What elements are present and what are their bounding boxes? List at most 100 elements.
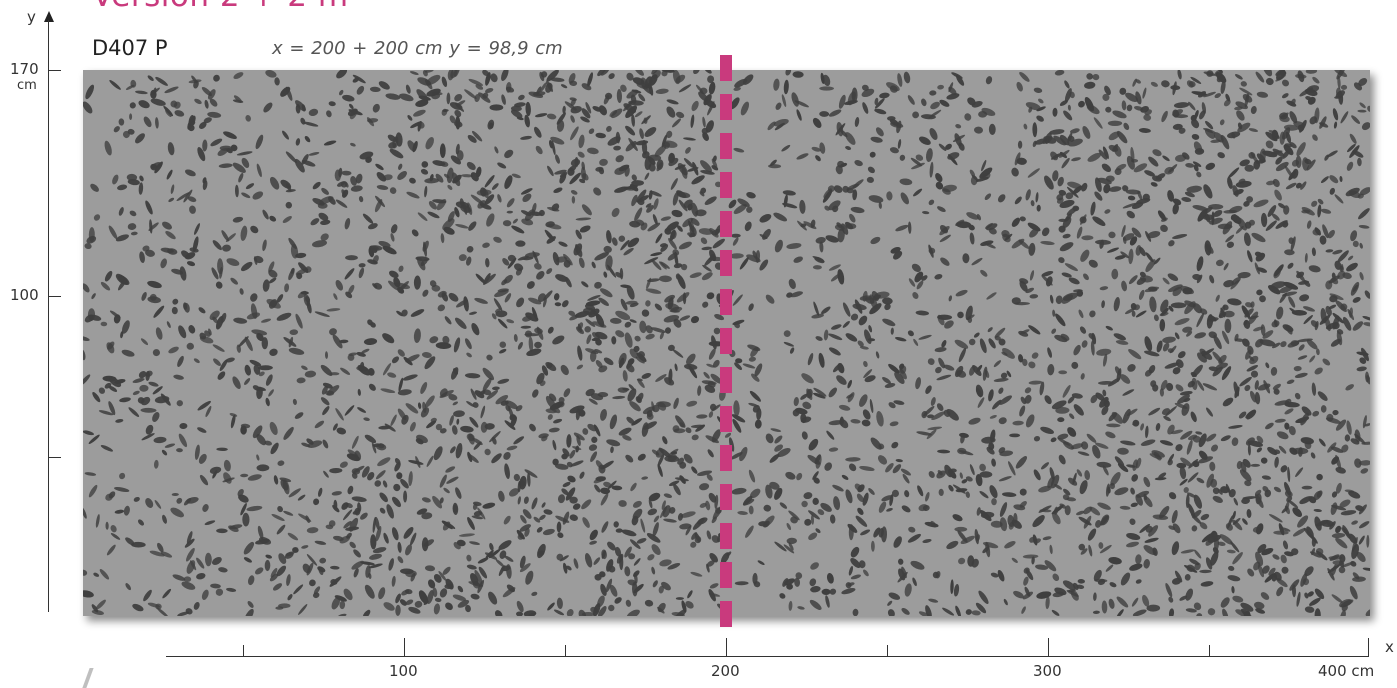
leaf-shape [670, 178, 678, 190]
leaf-shape [1249, 390, 1257, 403]
leaf-shape [559, 555, 569, 562]
leaf-shape [690, 316, 700, 324]
leaf-shape [1313, 508, 1322, 513]
leaf-shape [1135, 310, 1147, 318]
leaf-shape [786, 243, 802, 249]
leaf-shape [584, 326, 591, 333]
leaf-shape [810, 586, 821, 593]
leaf-shape [876, 411, 884, 427]
leaf-shape [477, 557, 489, 564]
leaf-shape [626, 285, 635, 300]
leaf-shape [516, 529, 525, 540]
product-code: D407 P [92, 36, 168, 60]
leaf-shape [1200, 513, 1210, 521]
leaf-shape [465, 604, 471, 613]
leaf-shape [774, 122, 785, 131]
leaf-shape [145, 498, 154, 508]
leaf-shape [573, 558, 579, 569]
leaf-shape [424, 79, 433, 90]
leaf-shape [1028, 361, 1036, 369]
leaf-shape [453, 337, 461, 353]
leaf-shape [704, 70, 712, 74]
leaf-shape [848, 463, 857, 472]
leaf-shape [1361, 122, 1370, 131]
leaf-shape [999, 395, 1012, 405]
leaf-shape [98, 387, 106, 394]
leaf-shape [1055, 295, 1063, 305]
leaf-shape [1284, 143, 1293, 147]
leaf-shape [1050, 151, 1059, 161]
leaf-shape [894, 337, 907, 342]
leaf-shape [1238, 411, 1247, 419]
leaf-shape [341, 170, 352, 176]
leaf-shape [647, 508, 658, 516]
leaf-shape [469, 541, 480, 545]
leaf-shape [1088, 544, 1093, 557]
leaf-shape [948, 484, 954, 492]
leaf-shape [566, 609, 574, 616]
leaf-shape [1153, 257, 1161, 265]
leaf-shape [640, 518, 646, 533]
leaf-shape [528, 91, 544, 98]
leaf-shape [335, 279, 344, 291]
leaf-shape [1296, 591, 1301, 607]
leaf-shape [1306, 339, 1318, 350]
leaf-shape [1358, 224, 1370, 229]
leaf-shape [345, 526, 360, 531]
leaf-shape [367, 319, 373, 326]
leaf-shape [1022, 358, 1028, 367]
leaf-shape [1076, 584, 1085, 589]
leaf-shape [965, 609, 972, 615]
leaf-shape [695, 424, 705, 432]
leaf-shape [687, 590, 693, 599]
leaf-shape [1112, 110, 1127, 119]
leaf-shape [438, 571, 447, 581]
leaf-shape [734, 362, 743, 370]
leaf-shape [1191, 525, 1198, 532]
leaf-shape [504, 293, 512, 303]
leaf-shape [1111, 411, 1124, 424]
leaf-shape [1126, 541, 1139, 548]
leaf-shape [851, 87, 858, 103]
leaf-shape [1309, 116, 1318, 125]
leaf-shape [198, 453, 207, 464]
leaf-shape [561, 300, 569, 308]
leaf-shape [997, 194, 1006, 203]
leaf-shape [368, 223, 378, 230]
leaf-shape [631, 180, 644, 186]
leaf-shape [575, 217, 591, 221]
leaf-shape [759, 234, 768, 239]
leaf-shape [1265, 362, 1270, 369]
leaf-shape [211, 267, 219, 280]
leaf-shape [1087, 528, 1097, 541]
leaf-shape [1168, 240, 1175, 247]
leaf-shape [676, 292, 690, 303]
leaf-shape [645, 288, 662, 294]
leaf-shape [652, 580, 658, 588]
leaf-shape [794, 100, 809, 108]
leaf-shape [376, 443, 387, 451]
leaf-shape [618, 500, 627, 507]
leaf-shape [176, 448, 183, 453]
leaf-shape [590, 451, 598, 462]
leaf-shape [701, 380, 717, 385]
leaf-shape [1093, 117, 1103, 129]
leaf-shape [548, 427, 560, 433]
leaf-shape [1148, 525, 1159, 537]
leaf-shape [205, 405, 212, 418]
leaf-shape [88, 434, 100, 445]
leaf-shape [1052, 573, 1060, 582]
leaf-shape [486, 354, 493, 361]
leaf-shape [125, 583, 131, 591]
leaf-shape [128, 407, 140, 417]
leaf-shape [1080, 548, 1088, 555]
leaf-shape [1257, 544, 1267, 553]
leaf-shape [491, 313, 497, 320]
leaf-shape [452, 172, 461, 187]
leaf-shape [1092, 216, 1106, 227]
leaf-shape [576, 364, 584, 370]
leaf-shape [499, 550, 507, 559]
leaf-shape [1227, 575, 1241, 582]
leaf-shape [294, 412, 304, 419]
leaf-shape [350, 185, 363, 192]
